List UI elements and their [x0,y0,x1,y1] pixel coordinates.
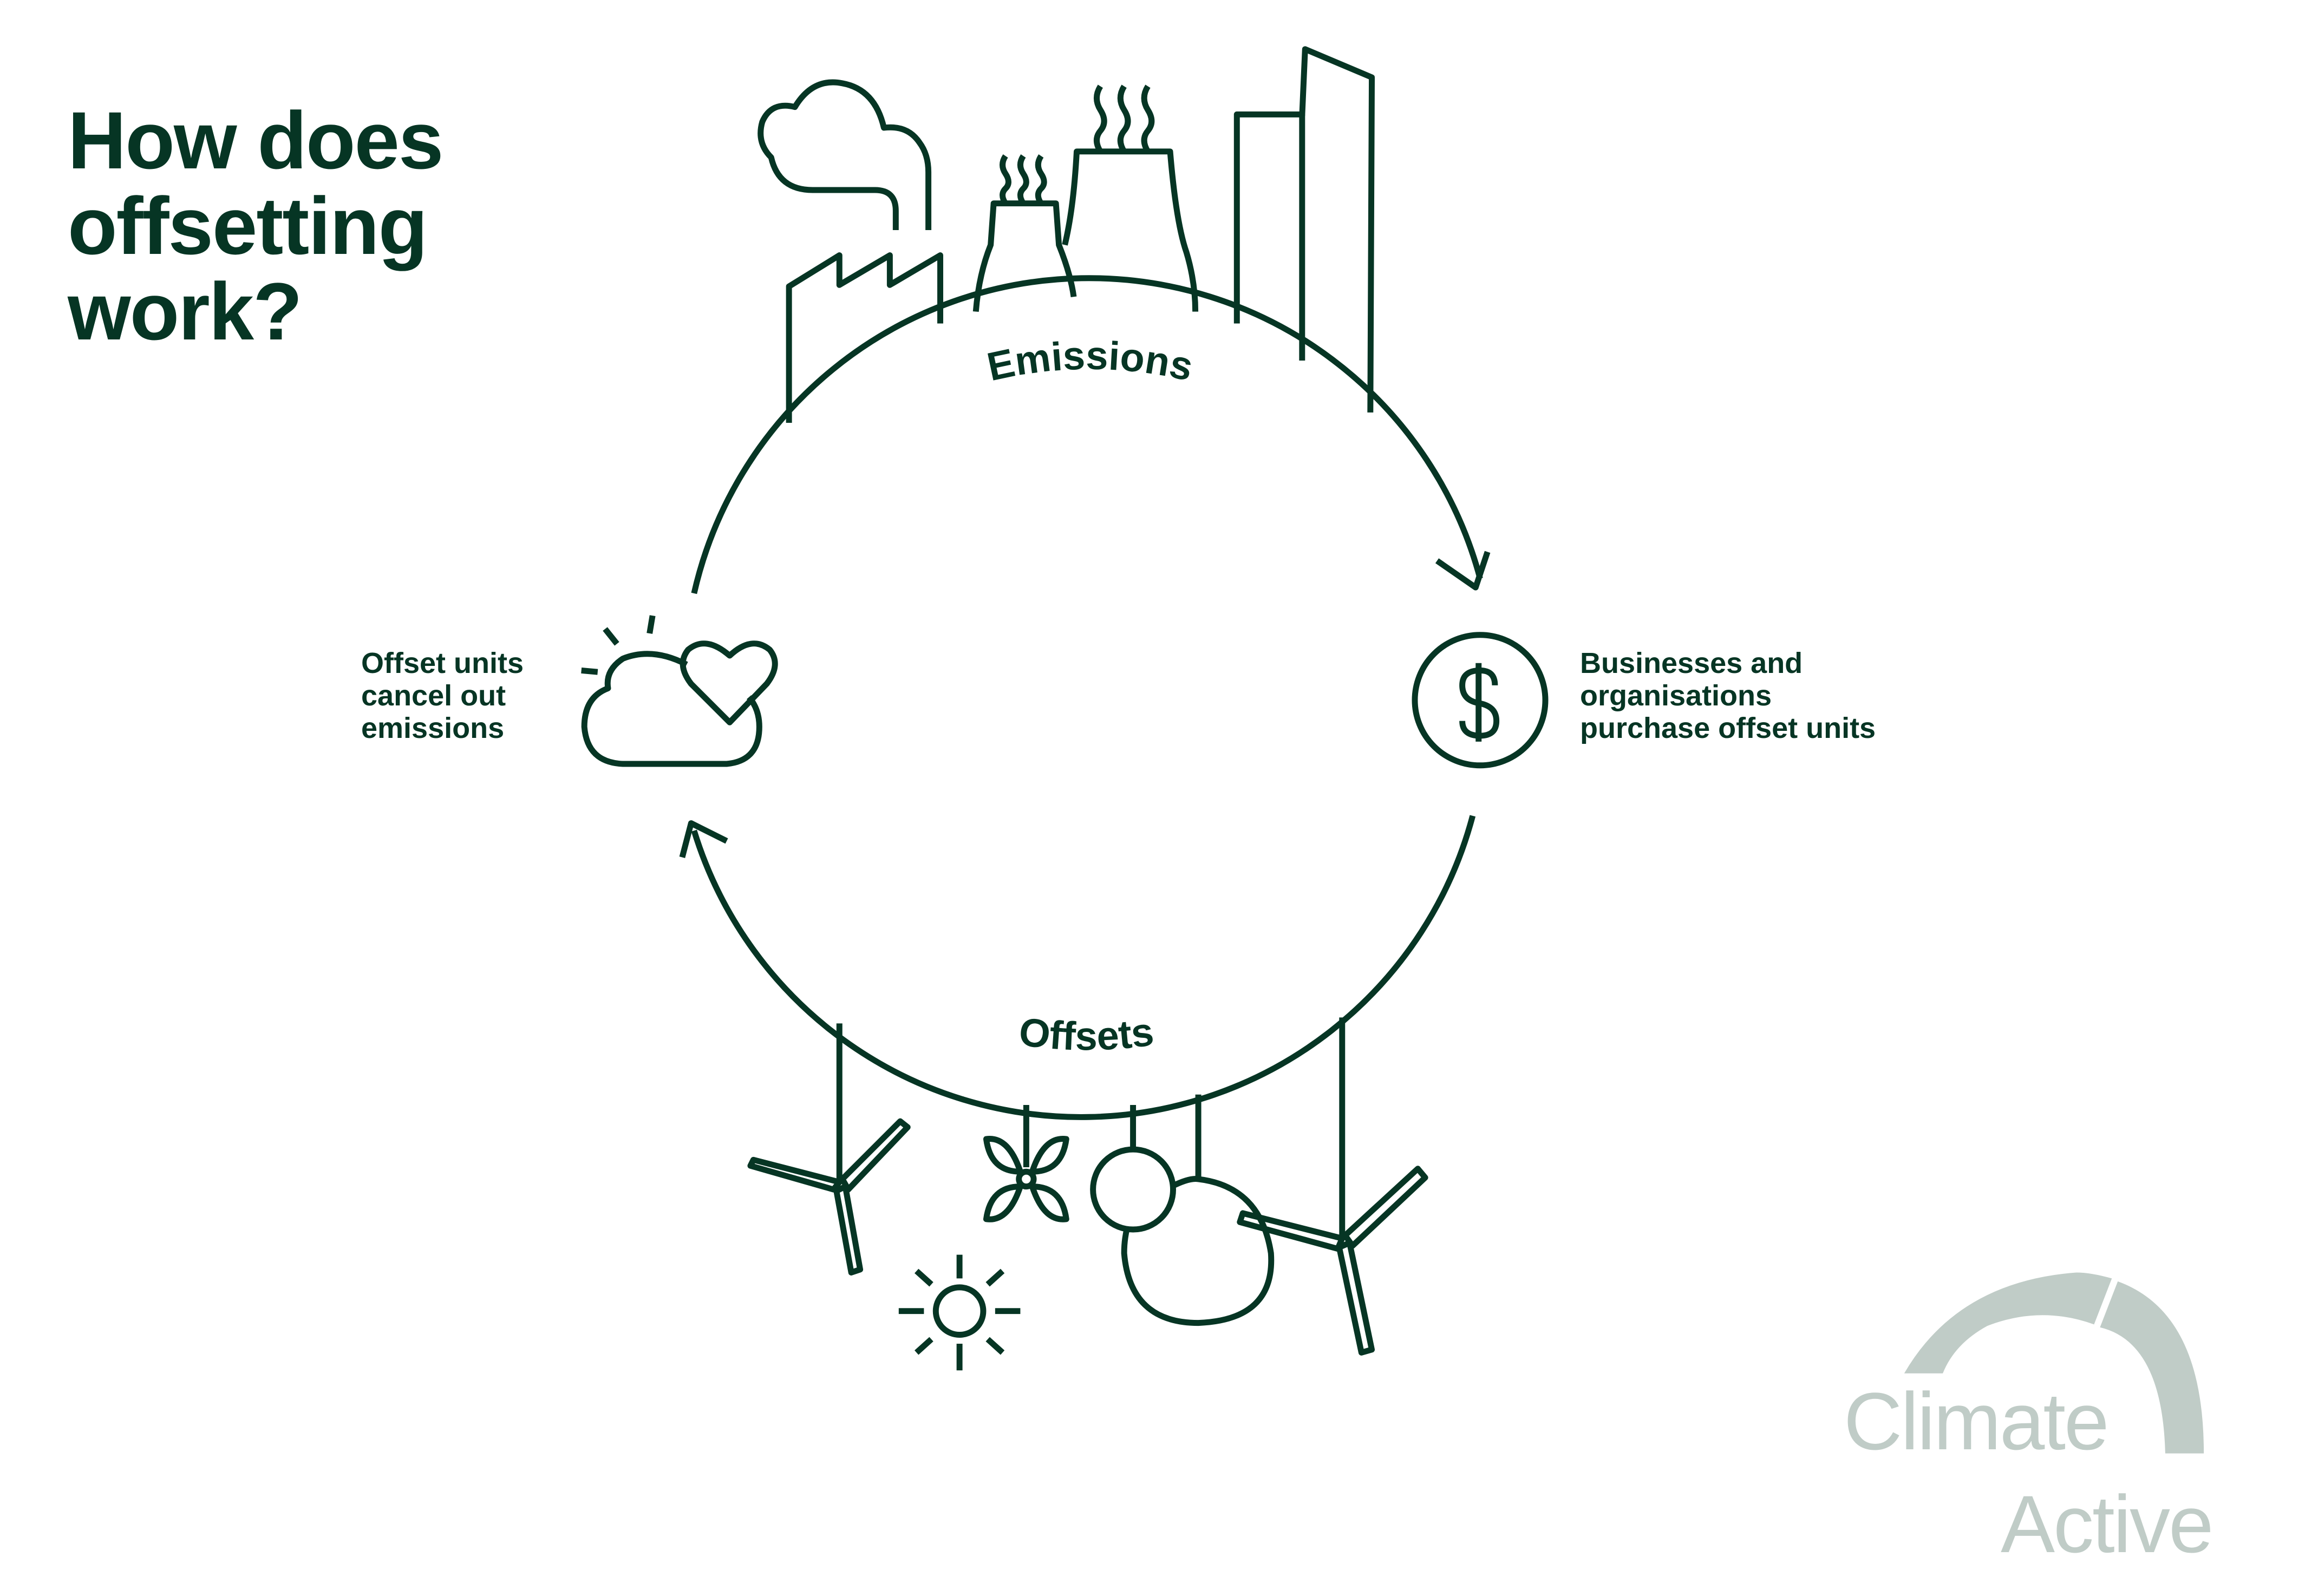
dollar-coin-icon [1412,632,1549,769]
flower-icon [983,1104,1069,1222]
arrow-down-right-icon [1435,551,1491,591]
page-title: How does offsetting work? [68,95,443,357]
smoke-cloud-icon [758,79,932,230]
caption-line: Offset units [361,647,524,679]
title-line: offsetting [68,180,428,271]
cloud-heart-icon [581,615,778,767]
caption-line: Businesses and [1580,647,1803,679]
logo-text-active: Active [2001,1479,2213,1569]
logo-text-climate: Climate [1844,1376,2109,1467]
sun-icon [898,1254,1021,1371]
skyscraper-icon [1233,46,1375,413]
caption-line: organisations [1580,679,1772,712]
cooling-tower-icon [972,154,1077,312]
arrow-up-left-icon [679,820,728,858]
title-line: How does [68,95,443,186]
caption-line: cancel out [361,679,506,712]
factory-icon [786,252,943,423]
caption-line: emissions [361,712,505,744]
wind-turbine-icon [1237,1017,1428,1356]
right-step-caption: Businesses and organisations purchase of… [1580,647,1876,744]
left-step-caption: Offset units cancel out emissions [361,647,524,744]
cooling-tower-icon [1062,84,1199,312]
offsets-label: Offsets [1016,1009,1156,1058]
cycle-arc-bottom [691,815,1476,1120]
title-line: work? [68,266,303,357]
climate-active-logo: Climate Active [1830,1267,2263,1567]
wind-turbine-icon [747,1023,911,1276]
climate-active-logo-arc [1904,1272,2204,1454]
cycle-arc-top [691,275,1483,594]
emissions-label: Emissions [983,333,1197,390]
tree-icon [1090,1094,1275,1326]
caption-line: purchase offset units [1580,712,1876,744]
